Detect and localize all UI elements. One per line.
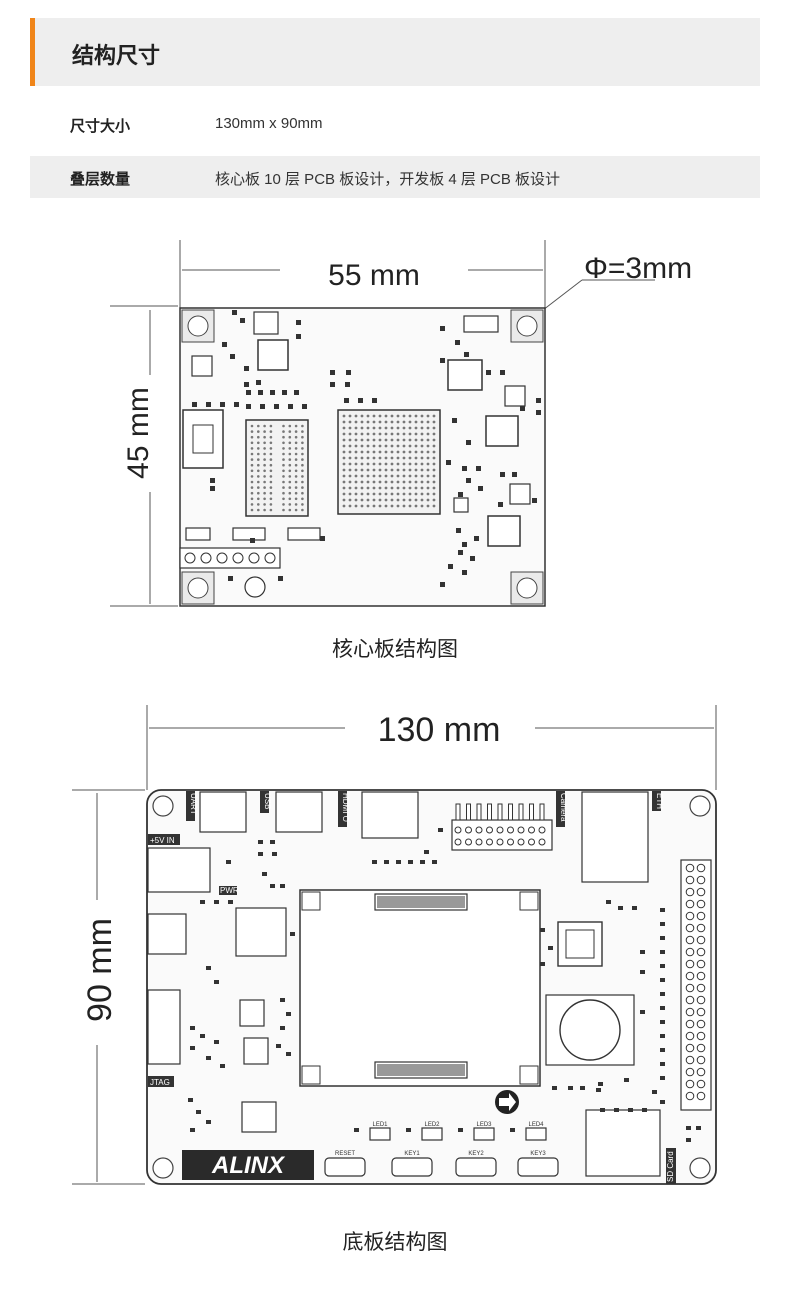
- base-board-caption: 底板结构图: [342, 1231, 448, 1254]
- power-jack: [147, 847, 211, 893]
- eth-connector: [581, 791, 649, 883]
- spec-label: 尺寸大小: [70, 118, 131, 135]
- core-board-diagram: 55 mm 45 mm Φ=3mm: [110, 240, 692, 607]
- base-height-label: 90 mm: [81, 918, 119, 1022]
- header-accent-bar: [30, 18, 35, 86]
- reset-button: [324, 1157, 366, 1177]
- alinx-logo: [182, 1150, 314, 1180]
- uart-label: UART: [189, 793, 198, 815]
- eth-label: ETH: [655, 793, 664, 809]
- spec-row-layers: 叠层数量 核心板 10 层 PCB 板设计，开发板 4 层 PCB 板设计: [30, 156, 760, 198]
- key1-button: [391, 1157, 433, 1177]
- hdmi-connector: [361, 791, 419, 839]
- core-height-label: 45 mm: [122, 387, 155, 479]
- ddr-chip: [245, 419, 309, 517]
- core-board-socket: [299, 889, 541, 1087]
- base-board-diagram: ALINX UART USB HDMI O Camera ETH +5V IN …: [72, 705, 717, 1185]
- led4-label: LED4: [528, 1122, 544, 1128]
- camera-connector: [451, 819, 553, 851]
- jtag-label: JTAG: [150, 1078, 170, 1087]
- jtag-header: [147, 989, 181, 1065]
- usb-label: USB: [263, 793, 272, 809]
- power-in-label: +5V IN: [150, 836, 175, 845]
- base-width-label: 130 mm: [378, 711, 501, 749]
- core-width-label: 55 mm: [328, 259, 420, 292]
- key1-label: KEY1: [404, 1151, 420, 1157]
- sd-card-slot: [585, 1109, 661, 1177]
- led1-label: LED1: [372, 1122, 388, 1128]
- section-header: 结构尺寸: [30, 18, 760, 86]
- sd-card-label: SD Card: [666, 1151, 675, 1182]
- fpga-chip: [337, 409, 441, 515]
- expansion-header: [680, 859, 712, 1111]
- spec-value: 130mm x 90mm: [215, 115, 323, 132]
- led2-label: LED2: [424, 1122, 440, 1128]
- camera-label: Camera: [559, 793, 568, 822]
- pwr-label: PWR: [220, 886, 239, 895]
- hole-diameter-label: Φ=3mm: [584, 252, 692, 285]
- svg-text:ALINX: ALINX: [211, 1152, 286, 1179]
- key3-label: KEY3: [530, 1151, 546, 1157]
- section-title: 结构尺寸: [72, 43, 161, 68]
- key2-button: [455, 1157, 497, 1177]
- uart-connector: [199, 791, 247, 833]
- spec-label: 叠层数量: [70, 171, 131, 188]
- core-board-caption: 核心板结构图: [332, 638, 458, 661]
- key3-button: [517, 1157, 559, 1177]
- hdmi-label: HDMI O: [341, 793, 350, 822]
- reset-label: RESET: [335, 1151, 355, 1157]
- led3-label: LED3: [476, 1122, 492, 1128]
- spec-value: 核心板 10 层 PCB 板设计，开发板 4 层 PCB 板设计: [215, 171, 561, 188]
- usb-uart-chip: [235, 907, 287, 957]
- usb-connector: [275, 791, 323, 833]
- key2-label: KEY2: [468, 1151, 484, 1157]
- spec-row-size: 尺寸大小 130mm x 90mm: [30, 103, 760, 145]
